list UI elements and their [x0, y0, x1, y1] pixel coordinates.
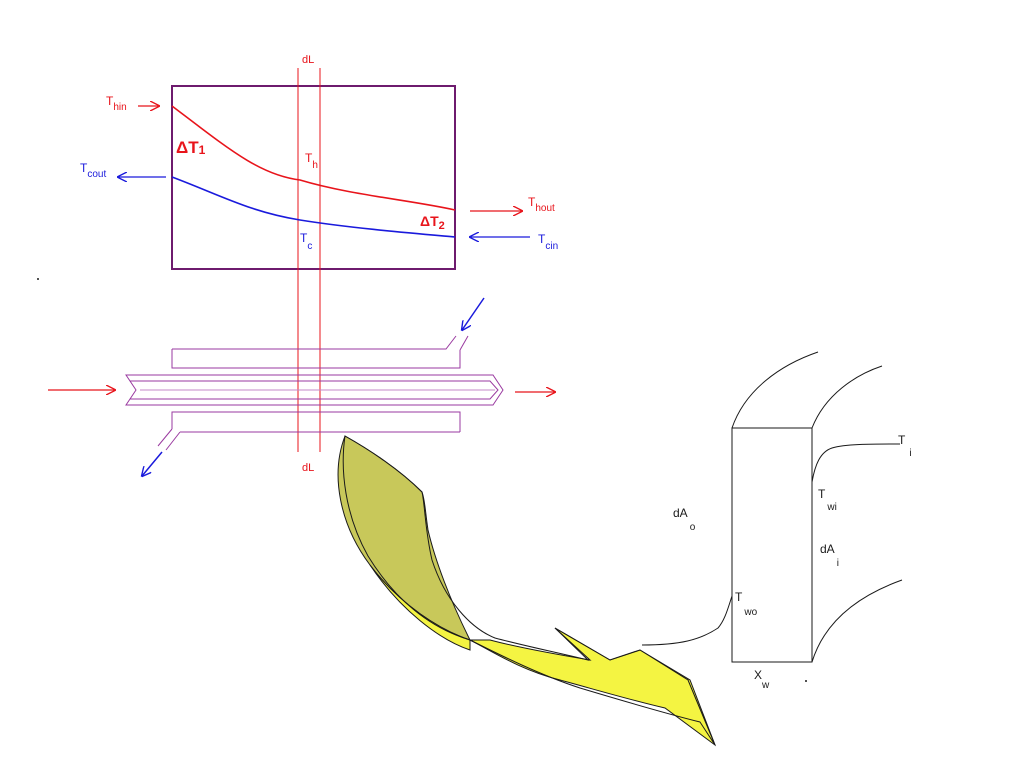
exchanger-box [171, 85, 456, 270]
wall-section [641, 351, 903, 663]
dl-bottom-label: dL [302, 462, 314, 474]
dao-label: dAo [673, 506, 696, 533]
tcin-label: Tcin [538, 232, 558, 252]
double-pipe [125, 335, 504, 451]
shell-outlet-arrow [142, 451, 163, 476]
curved-arrow-body [342, 435, 716, 746]
hot-fluid-curve [171, 105, 456, 211]
curved-arrow-shadow [337, 435, 471, 641]
tc-label: Tc [300, 231, 312, 252]
shell-inlet-arrow [462, 297, 485, 330]
two-label: Two [735, 590, 758, 618]
thout-label: Thout [528, 195, 555, 214]
stray-dot [37, 278, 39, 280]
curved-arrow [369, 564, 717, 747]
dl-top-label: dL [302, 54, 314, 66]
ti-label: Ti [898, 433, 912, 459]
thin-label: Thin [106, 94, 127, 113]
delta-t1-label: ΔT1 [176, 138, 206, 157]
xw-dot [805, 680, 807, 682]
twi-label: Twi [818, 487, 837, 513]
dai-label: dAi [820, 542, 839, 569]
th-label: Th [305, 151, 318, 171]
tcout-label: Tcout [80, 161, 106, 180]
delta-t2-label: ΔT2 [420, 213, 445, 232]
xw-label: Xw [754, 668, 770, 691]
cold-fluid-curve [171, 176, 456, 238]
